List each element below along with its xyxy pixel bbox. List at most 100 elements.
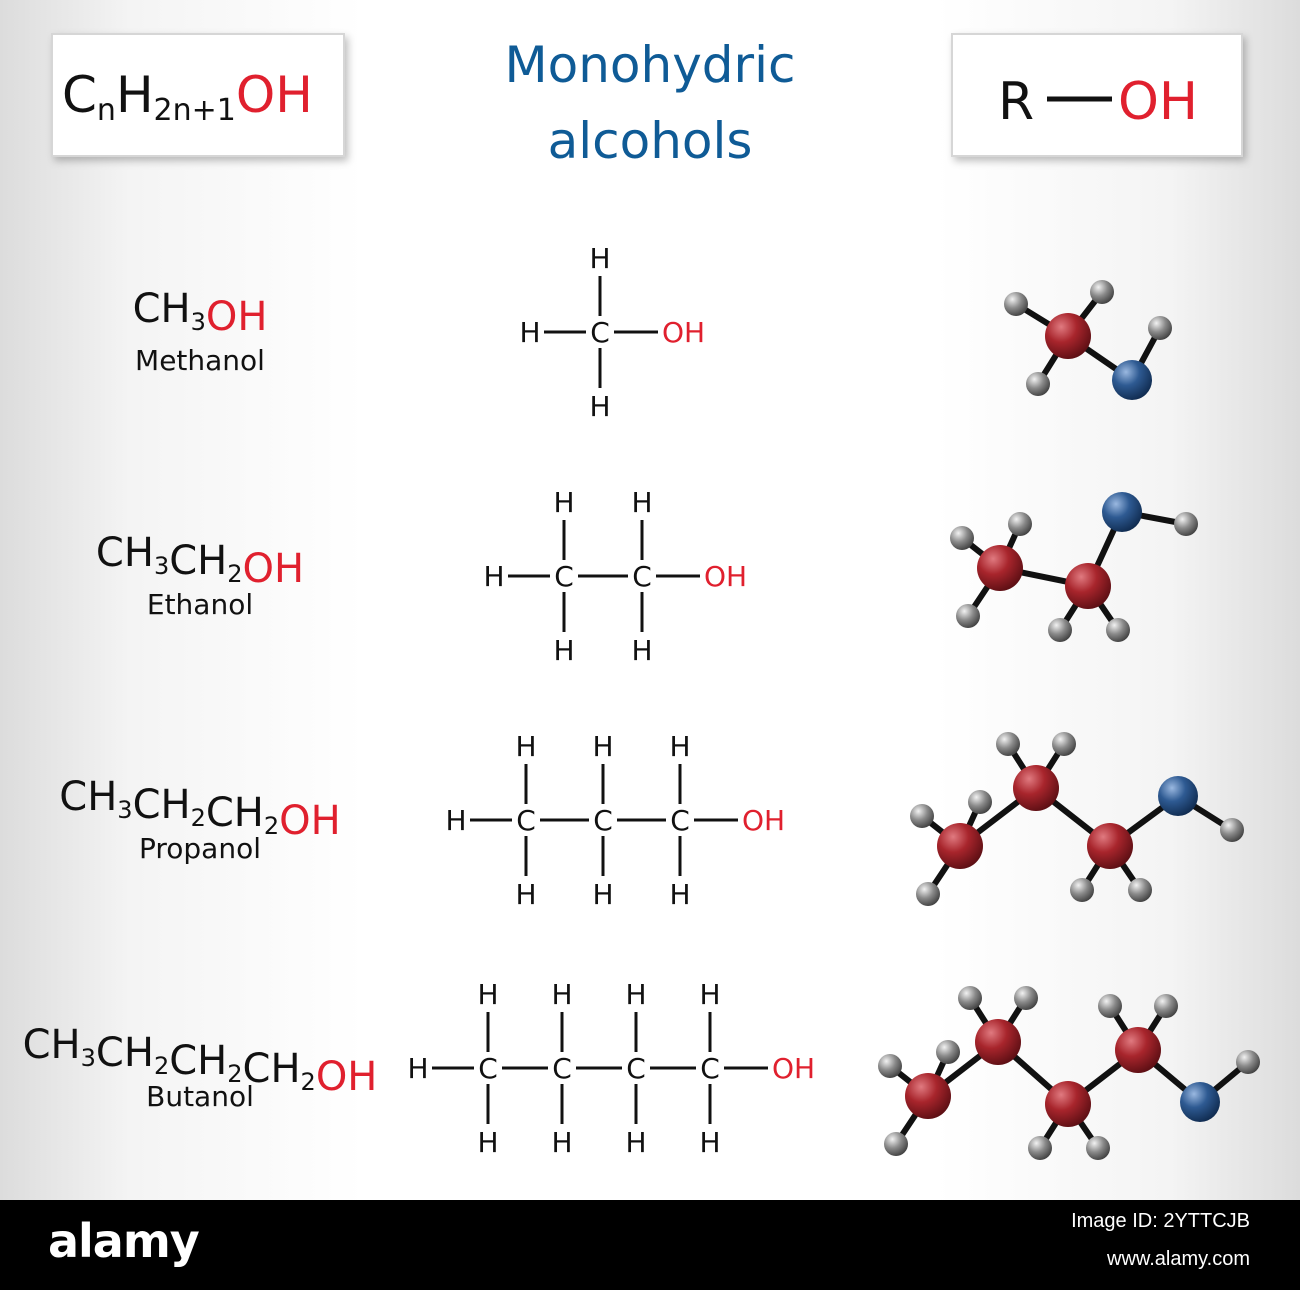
general-structure-oh: OH — [1118, 72, 1198, 132]
atom-label-h: H — [631, 486, 652, 519]
atom-label-h: H — [625, 978, 646, 1011]
atom-label-h: H — [625, 1126, 646, 1159]
hydrogen-atom — [1086, 1136, 1110, 1160]
atom-label-h: H — [551, 978, 572, 1011]
hydrogen-atom — [878, 1054, 902, 1078]
hydrogen-atom — [1026, 372, 1050, 396]
atom-label-h: H — [592, 730, 613, 763]
carbon-atom — [1065, 563, 1111, 609]
atom-label-h: H — [669, 878, 690, 911]
diagram-canvas: CnH2n+1OH R OH Monohydric alcohols CH3OH… — [23, 33, 1260, 1160]
condensed-formula: CH3OH — [133, 286, 268, 340]
atom-label-h: H — [483, 560, 504, 593]
hydrogen-atom — [1174, 512, 1198, 536]
general-formula-c: C — [62, 66, 97, 124]
general-formula-n-sub: n — [97, 93, 116, 128]
atom-label-oh: OH — [772, 1052, 815, 1085]
atom-label-c: C — [626, 1052, 646, 1085]
svg-text:CnH2n+1OH: CnH2n+1OH — [62, 66, 313, 128]
condensed-formula: CH3CH2OH — [96, 530, 304, 592]
hydrogen-atom — [916, 882, 940, 906]
atom-label-c: C — [478, 1052, 498, 1085]
atom-label-h: H — [515, 730, 536, 763]
atom-label-h: H — [589, 390, 610, 423]
site-url: www.alamy.com — [1107, 1248, 1250, 1270]
hydrogen-atom — [1236, 1050, 1260, 1074]
carbon-atom — [1045, 313, 1091, 359]
alcohol-name: Methanol — [135, 344, 265, 377]
atom-label-h: H — [515, 878, 536, 911]
hydrogen-atom — [958, 986, 982, 1010]
hydrogen-atom — [1154, 994, 1178, 1018]
carbon-atom — [977, 545, 1023, 591]
oxygen-atom — [1112, 360, 1152, 400]
page-title-line2: alcohols — [548, 112, 753, 170]
carbon-atom — [1013, 765, 1059, 811]
hydrogen-atom — [996, 732, 1020, 756]
hydrogen-atom — [1106, 618, 1130, 642]
general-structure-r: R — [998, 72, 1034, 132]
alcohol-name: Butanol — [146, 1080, 254, 1113]
hydrogen-atom — [1048, 618, 1072, 642]
atom-label-oh: OH — [662, 316, 705, 349]
hydrogen-atom — [1028, 1136, 1052, 1160]
oxygen-atom — [1180, 1082, 1220, 1122]
carbon-atom — [975, 1019, 1021, 1065]
footer-bar: alamy Image ID: 2YTTCJB www.alamy.com — [0, 1200, 1300, 1290]
carbon-atom — [1045, 1081, 1091, 1127]
atom-label-h: H — [669, 730, 690, 763]
hydrogen-atom — [1148, 316, 1172, 340]
hydrogen-atom — [936, 1040, 960, 1064]
atom-label-h: H — [553, 634, 574, 667]
hydrogen-atom — [968, 790, 992, 814]
hydrogen-atom — [1008, 512, 1032, 536]
atom-label-c: C — [700, 1052, 720, 1085]
condensed-formula: CH3CH2CH2OH — [59, 774, 340, 844]
ball-stick-model — [878, 986, 1260, 1160]
hydrogen-atom — [1070, 878, 1094, 902]
atom-label-h: H — [407, 1052, 428, 1085]
hydrogen-atom — [1090, 280, 1114, 304]
carbon-atom — [1115, 1027, 1161, 1073]
atom-label-h: H — [477, 1126, 498, 1159]
atom-label-c: C — [554, 560, 574, 593]
atom-label-h: H — [553, 486, 574, 519]
general-formula-h: H — [116, 66, 154, 124]
atom-label-h: H — [519, 316, 540, 349]
hydrogen-atom — [910, 804, 934, 828]
hydrogen-atom — [956, 604, 980, 628]
general-structure-box: R OH — [951, 33, 1243, 157]
alcohol-name: Propanol — [139, 832, 261, 865]
atom-label-oh: OH — [742, 804, 785, 837]
oxygen-atom — [1102, 492, 1142, 532]
atom-label-c: C — [632, 560, 652, 593]
atom-label-h: H — [699, 1126, 720, 1159]
page-title-line1: Monohydric — [505, 36, 796, 94]
hydrogen-atom — [1098, 994, 1122, 1018]
atom-label-h: H — [551, 1126, 572, 1159]
condensed-formula: CH3CH2CH2CH2OH — [23, 1022, 378, 1100]
atom-label-c: C — [552, 1052, 572, 1085]
ball-stick-model — [1004, 280, 1172, 400]
hydrogen-atom — [884, 1132, 908, 1156]
carbon-atom — [937, 823, 983, 869]
atom-label-c: C — [593, 804, 613, 837]
atom-label-h: H — [631, 634, 652, 667]
ball-stick-model — [950, 492, 1198, 642]
hydrogen-atom — [950, 526, 974, 550]
atom-label-c: C — [670, 804, 690, 837]
image-id: Image ID: 2YTTCJB — [1071, 1210, 1250, 1232]
atom-label-h: H — [445, 804, 466, 837]
atom-label-h: H — [589, 242, 610, 275]
brand-logo: alamy — [48, 1214, 200, 1268]
hydrogen-atom — [1014, 986, 1038, 1010]
atom-label-h: H — [699, 978, 720, 1011]
